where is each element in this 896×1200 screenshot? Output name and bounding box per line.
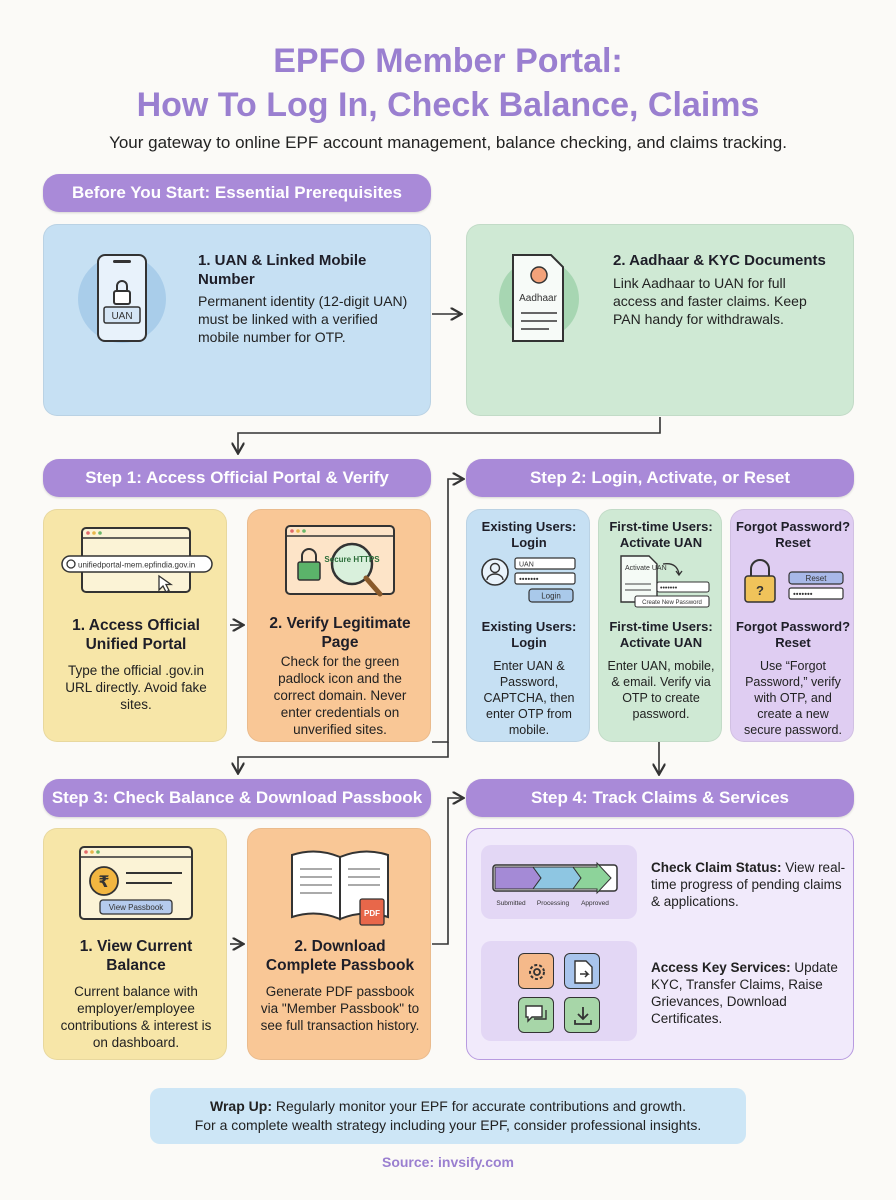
reset-body: Use “Forgot Password,” verify with OTP, …: [744, 659, 842, 737]
source-credit: Source: invsify.com: [381, 1154, 514, 1170]
page-title: EPFO Member Portal:: [273, 42, 623, 80]
step4-card: Submitted Processing Approved Check Clai…: [466, 828, 854, 1060]
services-box: [481, 941, 637, 1041]
grievance-chat-icon[interactable]: [518, 997, 554, 1033]
step3-balance-title: 1. View Current Balance: [79, 938, 193, 974]
prereq-uan-body: Permanent identity (12-digit UAN) must b…: [198, 293, 408, 345]
page-title-line2: How To Log In, Check Balance, Claims: [136, 86, 760, 124]
step2-col-reset: Forgot Password? Reset ? Reset ••••••• F…: [730, 509, 854, 742]
secure-https-label: Secure HTTPS: [324, 555, 380, 564]
stage-submitted: Submitted: [496, 900, 526, 907]
step1-portal-title: 1. Access Official Unified Portal: [72, 617, 200, 653]
step3-card-passbook: PDF 2. Download Complete Passbook Genera…: [247, 828, 431, 1060]
claim-status-title: Check Claim Status:: [651, 860, 782, 875]
activate-title: First-time Users: Activate UAN: [609, 619, 713, 650]
section-step1: Step 1: Access Official Portal & Verify: [43, 459, 431, 497]
wrap-up-line2: For a complete wealth strategy including…: [194, 1117, 702, 1133]
browser-url-icon: unifiedportal-mem.epfindia.gov.in: [61, 527, 213, 593]
activate-top-title: First-time Users: Activate UAN: [609, 519, 713, 550]
passbook-book-icon: PDF: [291, 850, 389, 926]
transfer-document-icon[interactable]: [564, 953, 600, 989]
download-icon[interactable]: [564, 997, 600, 1033]
svg-text:?: ?: [756, 583, 764, 598]
secure-https-icon: Secure HTTPS: [285, 525, 395, 597]
balance-dashboard-icon: ₹ View Passbook: [79, 846, 193, 920]
svg-text:•••••••: •••••••: [660, 585, 678, 592]
login-top-title: Existing Users: Login: [481, 519, 577, 550]
svg-text:Reset: Reset: [806, 574, 828, 583]
login-title: Existing Users: Login: [481, 619, 577, 650]
settings-gear-icon[interactable]: [518, 953, 554, 989]
step2-col-login: Existing Users: Login UAN ••••••• Login …: [466, 509, 590, 742]
wrap-up-title: Wrap Up:: [210, 1098, 272, 1114]
svg-text:View Passbook: View Passbook: [109, 903, 165, 912]
claim-progress-box: Submitted Processing Approved: [481, 845, 637, 919]
login-body: Enter UAN & Password, CAPTCHA, then ente…: [483, 659, 575, 737]
svg-text:•••••••: •••••••: [793, 590, 813, 599]
prereq-card-aadhaar: Aadhaar 2. Aadhaar & KYC Documents Link …: [466, 224, 854, 416]
page-subtitle: Your gateway to online EPF account manag…: [109, 133, 787, 152]
services-title: Access Key Services:: [651, 960, 791, 975]
step3-card-balance: ₹ View Passbook 1. View Current Balance …: [43, 828, 227, 1060]
step3-passbook-body: Generate PDF passbook via "Member Passbo…: [260, 984, 420, 1033]
uan-icon-label: UAN: [111, 311, 132, 322]
step1-verify-body: Check for the green padlock icon and the…: [273, 654, 407, 737]
stage-approved: Approved: [581, 900, 609, 907]
svg-text:UAN: UAN: [519, 562, 534, 569]
prereq-uan-title: 1. UAN & Linked Mobile Number: [198, 252, 367, 288]
services-body: Update KYC, Transfer Claims, Raise Griev…: [651, 960, 838, 1026]
activate-body: Enter UAN, mobile, & email. Verify via O…: [607, 659, 715, 721]
step1-portal-body: Type the official .gov.in URL directly. …: [65, 663, 207, 712]
section-prerequisites: Before You Start: Essential Prerequisite…: [43, 174, 431, 212]
reset-title: Forgot Password? Reset: [735, 619, 851, 650]
aadhaar-document-icon: Aadhaar: [499, 254, 579, 342]
svg-text:Create New Password: Create New Password: [642, 600, 702, 606]
login-form-icon: UAN ••••••• Login: [481, 557, 576, 603]
step1-verify-title: 2. Verify Legitimate Page: [269, 615, 411, 651]
prereq-aadhaar-body: Link Aadhaar to UAN for full access and …: [613, 275, 807, 327]
section-step3: Step 3: Check Balance & Download Passboo…: [43, 779, 431, 817]
svg-text:•••••••: •••••••: [519, 575, 539, 584]
svg-text:Login: Login: [541, 592, 561, 601]
step3-passbook-title: 2. Download Complete Passbook: [265, 938, 415, 974]
rupee-icon: ₹: [98, 872, 109, 891]
section-step4: Step 4: Track Claims & Services: [466, 779, 854, 817]
pdf-icon: PDF: [364, 909, 380, 918]
reset-password-icon: ? Reset •••••••: [744, 559, 844, 603]
step2-col-activate: First-time Users: Activate UAN Activate …: [598, 509, 722, 742]
step1-card-portal: unifiedportal-mem.epfindia.gov.in 1. Acc…: [43, 509, 227, 742]
url-text: unifiedportal-mem.epfindia.gov.in: [78, 561, 195, 570]
phone-lock-icon: UAN: [78, 254, 166, 343]
step3-balance-body: Current balance with employer/employee c…: [60, 984, 212, 1050]
step1-card-verify: Secure HTTPS 2. Verify Legitimate Page C…: [247, 509, 431, 742]
claim-status-text: Check Claim Status: View real-time progr…: [651, 859, 847, 910]
prereq-aadhaar-title: 2. Aadhaar & KYC Documents: [613, 252, 826, 269]
services-text: Access Key Services: Update KYC, Transfe…: [651, 959, 847, 1027]
section-step2: Step 2: Login, Activate, or Reset: [466, 459, 854, 497]
stage-processing: Processing: [537, 900, 570, 907]
svg-text:Activate UAN: Activate UAN: [625, 565, 667, 572]
claim-progress-icon: Submitted Processing Approved: [492, 861, 618, 907]
reset-top-title: Forgot Password? Reset: [735, 519, 851, 550]
aadhaar-icon-label: Aadhaar: [519, 293, 557, 304]
wrap-up-line1: Wrap Up: Regularly monitor your EPF for …: [210, 1098, 686, 1114]
activate-uan-icon: Activate UAN ••••••• Create New Password: [620, 555, 710, 608]
claim-status-body: View real-time progress of pending claim…: [651, 860, 846, 909]
prereq-card-uan: UAN 1. UAN & Linked Mobile Number Perman…: [43, 224, 431, 416]
wrap-up-box: Wrap Up: Regularly monitor your EPF for …: [150, 1088, 746, 1144]
